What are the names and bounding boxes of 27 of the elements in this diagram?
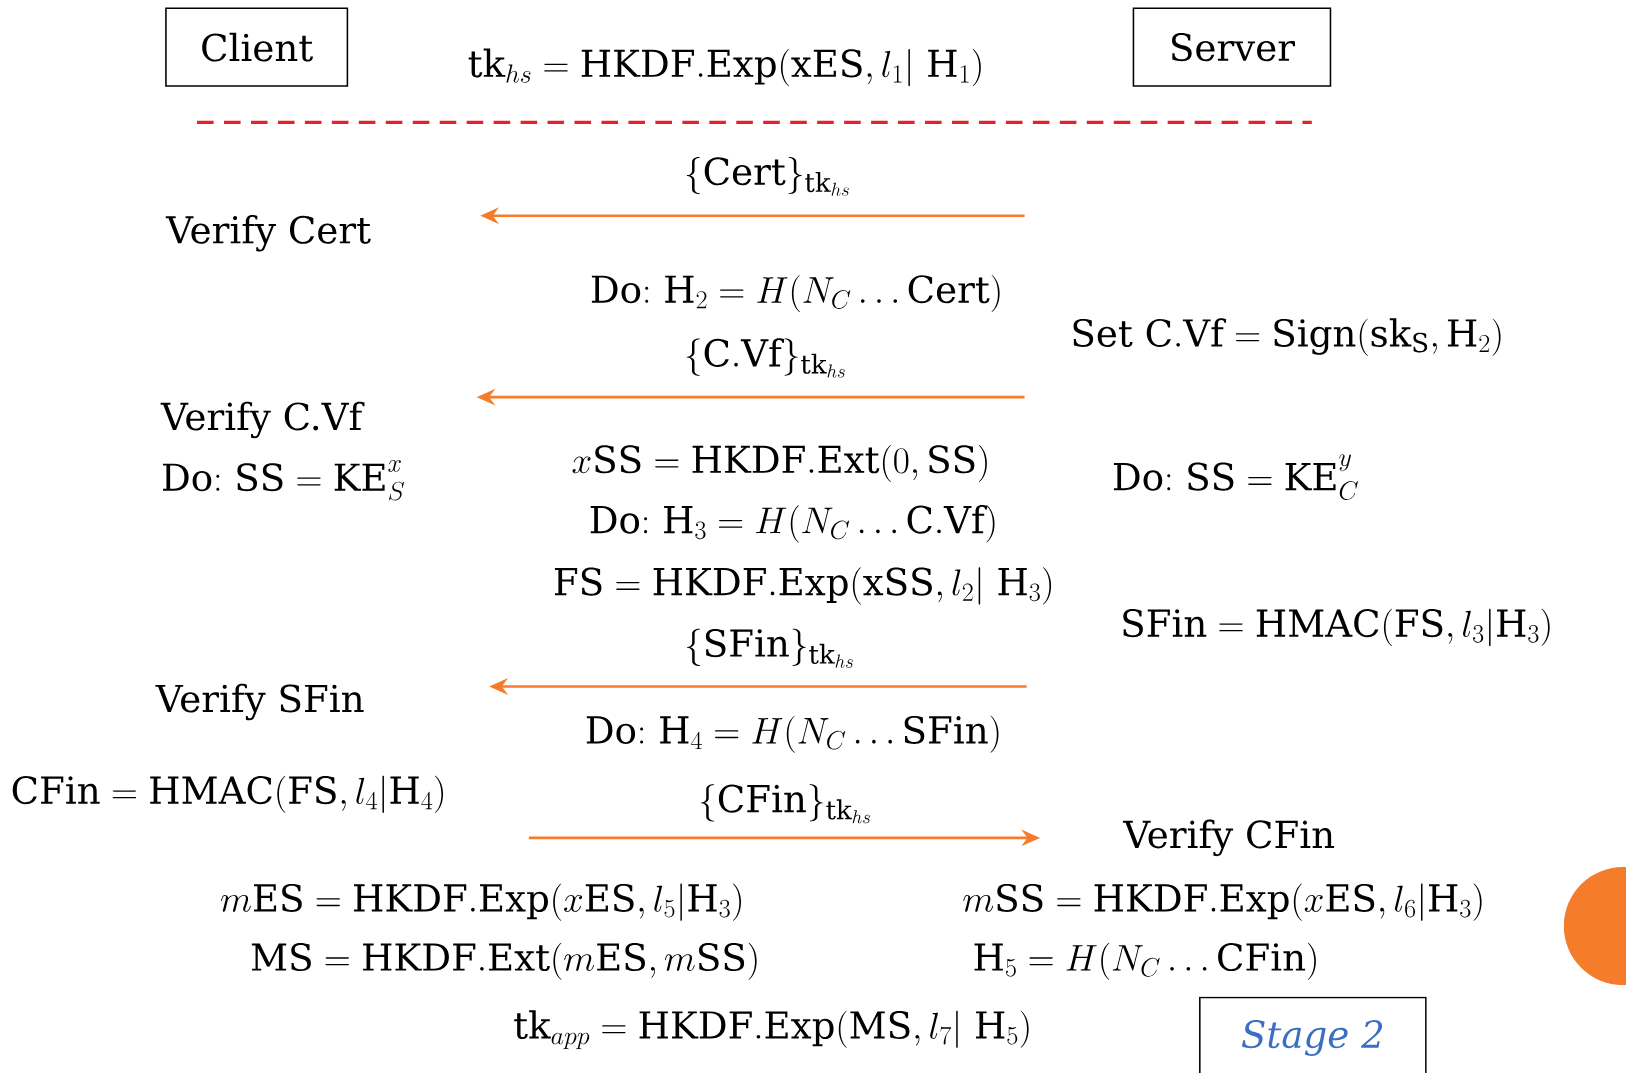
formula: $\mathrm{Do{:}}\ \mathrm{H}_4 = H(N_C \ldots \mathrm{SFin})$ xyxy=(586,715,999,753)
formula: $\mathrm{FS} = \mathrm{HKDF.Exp}(\mathrm{xSS}, l_2 |\ \mathrm{H}_3)$ xyxy=(554,567,1052,605)
formula: $\mathrm{Do{:}}\ \mathrm{H}_3 = H(N_C \ldots \mathrm{C.Vf})$ xyxy=(590,504,995,543)
formula: $\mathrm{Do{:}}\ \mathrm{H}_2 = H(N_C \ldots \mathrm{Cert})$ xyxy=(591,274,1000,312)
formula: $\mathrm{tk}_{hs} = \mathrm{HKDF.Exp}(\mathrm{xES}, l_1 |\ \mathrm{H}_1)$ xyxy=(468,48,981,87)
party-box: Client xyxy=(165,7,349,87)
formula: $\mathrm{Set\ C.Vf} = \mathrm{Sign}(\mathrm{sk}_{\mathrm{S}}, \mathrm{H}_2)$ xyxy=(1073,318,1501,356)
edge-label: $\{\mathrm{C.Vf}\}_{\mathrm{tk}_{hs}}$ xyxy=(686,338,845,378)
edge-label: $\{\mathrm{Cert}\}_{\mathrm{tk}_{hs}}$ xyxy=(686,156,849,196)
formula: $\mathrm{MS} = \mathrm{HKDF.Ext}(m\mathrm{ES}, m\mathrm{SS})$ xyxy=(251,942,757,980)
stage-box: Stage 2 xyxy=(1199,996,1427,1073)
party-box: Server xyxy=(1132,7,1332,87)
formula: $\mathrm{H}_5 = H(N_C \ldots \mathrm{CFin})$ xyxy=(974,942,1316,980)
formula: $\mathrm{CFin} = \mathrm{HMAC}(\mathrm{FS}, l_4 | \mathrm{H}_4)$ xyxy=(12,775,444,813)
edge-label: $\{\mathrm{CFin}\}_{\mathrm{tk}_{hs}}$ xyxy=(700,784,870,824)
step-text: Verify CFin xyxy=(1122,819,1335,856)
formula: $\mathrm{tk}_{app} = \mathrm{HKDF.Exp}(\mathrm{MS}, l_7 |\ \mathrm{H}_5)$ xyxy=(514,1010,1029,1050)
step-text: Verify SFin xyxy=(155,683,364,721)
formula: $x\mathrm{SS} = \mathrm{HKDF.Ext}(0, \mathrm{SS})$ xyxy=(572,444,987,482)
step-text: Verify C.Vf xyxy=(160,401,365,439)
formula: $\mathrm{SFin} = \mathrm{HMAC}(\mathrm{FS}, l_3 | \mathrm{H}_3)$ xyxy=(1123,608,1550,646)
formula: $\mathrm{Do{:}\ SS} = \mathrm{KE}_S^x$ xyxy=(163,459,405,501)
formula: $\mathrm{Do{:}\ SS} = \mathrm{KE}_C^y$ xyxy=(1113,454,1358,500)
edge-label: $\{\mathrm{SFin}\}_{\mathrm{tk}_{hs}}$ xyxy=(686,628,853,668)
formula: $m\mathrm{ES} = \mathrm{HKDF.Exp}(x\mathrm{ES}, l_5 | \mathrm{H}_3)$ xyxy=(221,883,741,921)
step-text: Verify Cert xyxy=(165,214,371,252)
formula: $m\mathrm{SS} = \mathrm{HKDF.Exp}(x\mathrm{ES}, l_6 | \mathrm{H}_3)$ xyxy=(963,883,1482,921)
